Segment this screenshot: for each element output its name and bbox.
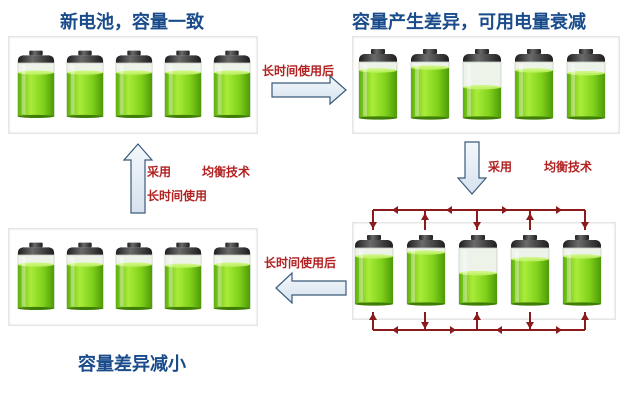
battery-group-top-left-0 (17, 50, 55, 118)
label-long-use-top: 长时间使用后 (262, 64, 335, 78)
battery-group-top-left-1 (66, 50, 104, 118)
label-balance-tech-left: 均衡技术 (202, 165, 251, 179)
title-capacity-difference: 容量产生差异，可用电量衰减 (352, 12, 586, 33)
battery-group-top-right-1 (410, 49, 450, 120)
arrow-down-right (456, 141, 488, 195)
arrow-right-top (271, 74, 347, 106)
battery-group-top-left-3 (164, 50, 202, 118)
battery-group-top-right-4 (566, 49, 606, 120)
title-difference-reduced: 容量差异减小 (78, 354, 186, 375)
arrow-left-bottom (275, 271, 347, 305)
battery-group-bottom-right-3 (510, 235, 550, 306)
battery-group-bottom-left-4 (213, 242, 251, 310)
arrow-up-left (122, 143, 154, 214)
title-new-battery: 新电池，容量一致 (60, 12, 204, 33)
balancing-arrowheads-top (369, 206, 589, 229)
battery-group-bottom-right-2 (458, 235, 498, 306)
battery-group-bottom-left-2 (115, 242, 153, 310)
battery-group-bottom-right-1 (406, 235, 446, 306)
battery-group-top-right-3 (514, 49, 554, 120)
balancing-line-top (372, 209, 586, 230)
battery-group-top-right-2 (462, 49, 502, 120)
label-long-use-left: 长时间使用 (147, 189, 208, 203)
battery-group-top-left-2 (115, 50, 153, 118)
label-adopt-right: 采用 (488, 160, 513, 174)
balancing-line-bottom (372, 312, 586, 331)
label-long-use-bottom: 长时间使用后 (264, 256, 337, 270)
label-balance-tech-right: 均衡技术 (544, 160, 593, 174)
battery-group-bottom-left-3 (164, 242, 202, 310)
battery-group-top-left-4 (213, 50, 251, 118)
battery-group-bottom-left-1 (66, 242, 104, 310)
balancing-arrowheads-bottom (369, 313, 589, 334)
label-adopt-left: 采用 (147, 165, 172, 179)
battery-group-bottom-left-0 (17, 242, 55, 310)
battery-group-bottom-right-0 (354, 235, 394, 306)
battery-group-bottom-right-4 (562, 235, 602, 306)
battery-group-top-right-0 (358, 49, 398, 120)
